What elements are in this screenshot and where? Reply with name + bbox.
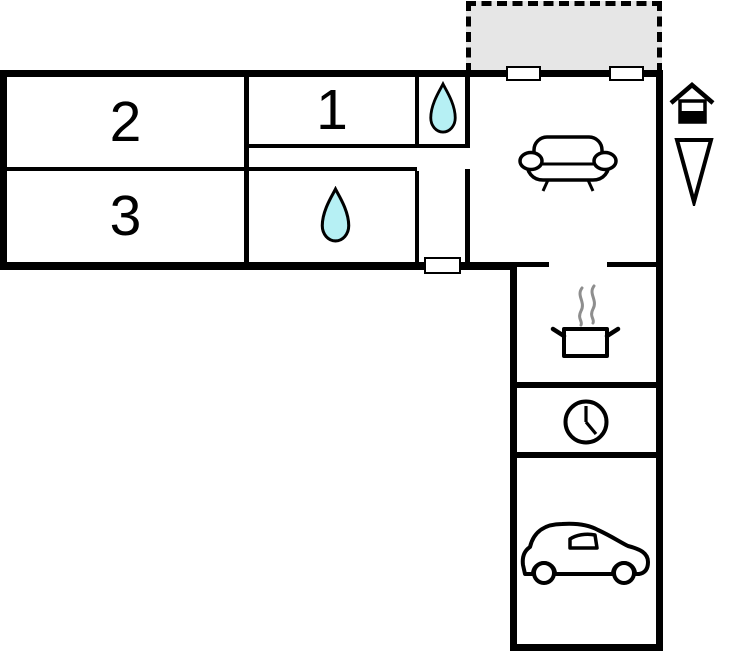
wall-bedroom1-bathroom-divider bbox=[415, 77, 419, 144]
wall-hallway-top bbox=[249, 144, 470, 148]
wall-outer-top bbox=[0, 70, 663, 77]
wall-outer-right bbox=[656, 70, 663, 651]
wall-livingroom-left-lower bbox=[465, 169, 470, 262]
room-label-bedroom-1: 1 bbox=[316, 78, 348, 142]
wall-kitchen-top-left bbox=[517, 262, 549, 267]
window-symbol-right bbox=[609, 66, 644, 81]
water-drop-icon bbox=[320, 186, 351, 243]
room-label-bedroom-2: 2 bbox=[109, 89, 142, 154]
wall-wing-bottom bbox=[0, 262, 517, 270]
cooking-pot-steam-icon bbox=[550, 284, 621, 358]
house-orientation-icon bbox=[669, 82, 715, 124]
wall-column-bottom bbox=[510, 644, 663, 651]
sofa-icon bbox=[518, 135, 618, 192]
room-label-bedroom-3: 3 bbox=[109, 184, 142, 248]
window-symbol-left bbox=[506, 66, 541, 81]
wall-utility-garage-divider bbox=[517, 452, 656, 458]
entry-door-symbol bbox=[424, 257, 461, 274]
wall-kitchen-utility-divider bbox=[517, 382, 656, 388]
car-icon bbox=[520, 521, 650, 585]
water-drop-icon bbox=[429, 80, 457, 134]
wall-bathroom-entrance-divider bbox=[415, 171, 419, 262]
terrace-area bbox=[466, 1, 662, 73]
direction-arrow-icon bbox=[674, 138, 714, 206]
wall-outer-left bbox=[0, 70, 7, 270]
wall-livingroom-left-upper bbox=[465, 77, 470, 148]
clock-icon bbox=[563, 399, 609, 445]
wall-column-left bbox=[510, 262, 517, 651]
wall-kitchen-top-right bbox=[607, 262, 656, 267]
wall-bedroom2-3-divider bbox=[7, 167, 417, 171]
